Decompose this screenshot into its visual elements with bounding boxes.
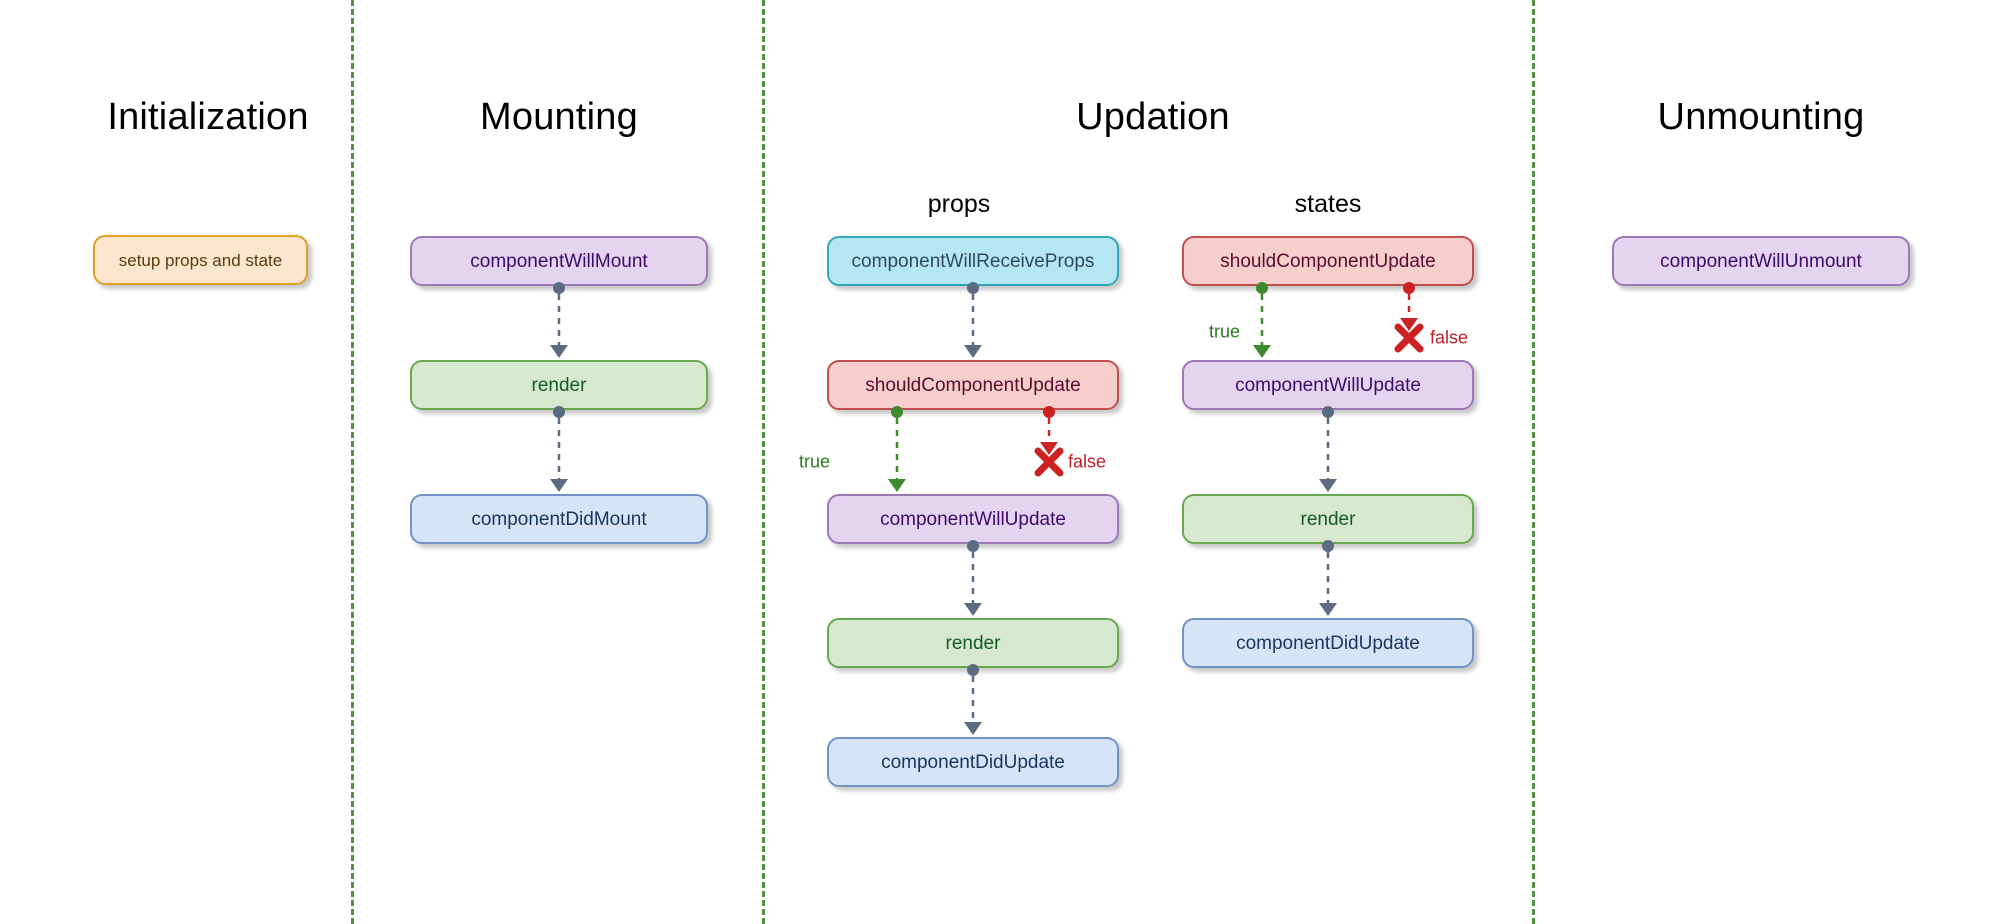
node-label: render	[1300, 508, 1356, 530]
node-component-will-mount[interactable]: componentWillMount	[410, 236, 708, 286]
connector-conn-render-to-did-mount	[545, 404, 573, 504]
connector-conn-props-willupdate-render	[959, 538, 987, 628]
connector-conn-states-willupdate-render	[1314, 404, 1342, 504]
section-title-initialization: Initialization	[107, 96, 309, 138]
section-title-updation: Updation	[1076, 96, 1230, 138]
node-component-will-update-states[interactable]: componentWillUpdate	[1182, 360, 1474, 410]
node-component-will-receive-props[interactable]: componentWillReceiveProps	[827, 236, 1119, 286]
node-label: componentWillUnmount	[1660, 250, 1862, 272]
node-label: componentDidMount	[471, 508, 647, 530]
node-render-states[interactable]: render	[1182, 494, 1474, 544]
divider-updation-unmounting	[1532, 0, 1535, 924]
node-component-did-update-states[interactable]: componentDidUpdate	[1182, 618, 1474, 668]
connector-conn-props-should-true	[883, 404, 911, 504]
subheader-props: props	[927, 190, 991, 218]
node-label: componentWillUpdate	[1235, 374, 1421, 396]
connector-conn-props-render-didupdate	[959, 662, 987, 747]
branch-label-props-true-label: true	[798, 451, 830, 472]
section-title-unmounting: Unmounting	[1657, 96, 1865, 138]
branch-label-states-false-label: false	[1430, 327, 1469, 348]
node-component-will-update-props[interactable]: componentWillUpdate	[827, 494, 1119, 544]
node-setup-props-and-state[interactable]: setup props and state	[93, 235, 308, 285]
subheader-states: states	[1294, 190, 1362, 218]
divider-mounting-updation	[762, 0, 765, 924]
node-label: render	[945, 632, 1001, 654]
node-should-component-update-props[interactable]: shouldComponentUpdate	[827, 360, 1119, 410]
divider-initialization-mounting	[351, 0, 354, 924]
node-label: shouldComponentUpdate	[1220, 250, 1436, 272]
connector-conn-states-render-didupdate	[1314, 538, 1342, 628]
connector-conn-states-should-true	[1248, 280, 1276, 370]
node-component-did-update-props[interactable]: componentDidUpdate	[827, 737, 1119, 787]
node-label: setup props and state	[118, 250, 283, 270]
node-component-will-unmount[interactable]: componentWillUnmount	[1612, 236, 1910, 286]
branch-label-props-false-label: false	[1068, 451, 1107, 472]
connector-conn-will-mount-to-render	[545, 280, 573, 370]
section-title-mounting: Mounting	[480, 96, 638, 138]
node-label: render	[531, 374, 587, 396]
node-label: componentWillUpdate	[880, 508, 1066, 530]
x-terminator-icon	[1028, 441, 1070, 483]
node-should-component-update-states[interactable]: shouldComponentUpdate	[1182, 236, 1474, 286]
node-label: componentWillMount	[470, 250, 648, 272]
connector-conn-states-should-false	[1395, 280, 1423, 343]
connector-conn-props-should-false	[1035, 404, 1063, 467]
node-label: componentDidUpdate	[881, 751, 1065, 773]
branch-label-states-true-label: true	[1208, 321, 1240, 342]
x-terminator-icon	[1388, 317, 1430, 359]
node-component-did-mount[interactable]: componentDidMount	[410, 494, 708, 544]
node-render-mounting[interactable]: render	[410, 360, 708, 410]
node-label: componentWillReceiveProps	[851, 250, 1095, 272]
node-label: componentDidUpdate	[1236, 632, 1420, 654]
connector-conn-props-receive-to-should	[959, 280, 987, 370]
node-label: shouldComponentUpdate	[865, 374, 1081, 396]
